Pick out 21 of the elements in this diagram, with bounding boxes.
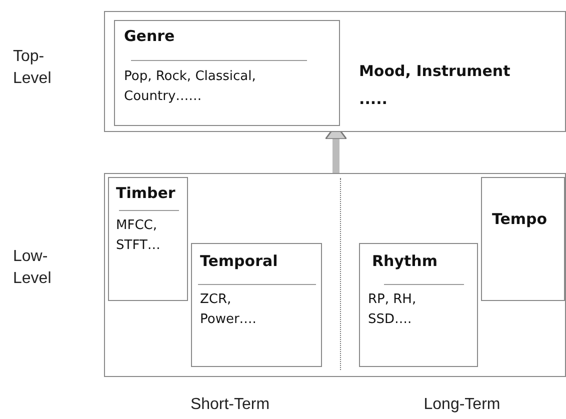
row-label: Top-Level	[13, 47, 52, 89]
feature-box	[108, 177, 188, 301]
box-heading: Timber	[116, 184, 176, 202]
feature-list: Pop, Rock, Classical, Country……	[124, 67, 334, 107]
feature-list: MFCC, STFT…	[116, 216, 186, 256]
panel-box	[104, 11, 566, 132]
feature-list: RP, RH, SSD….	[368, 290, 448, 330]
row-label: Low-Level	[13, 247, 52, 289]
feature-box	[114, 20, 340, 126]
feature-box	[191, 243, 322, 367]
feature-box	[481, 177, 565, 301]
feature-box	[359, 243, 478, 367]
column-label: Short-Term	[189, 395, 271, 415]
box-heading: Rhythm	[372, 252, 438, 270]
box-heading: Genre	[124, 27, 175, 45]
feature-list: ZCR, Power….	[200, 290, 280, 330]
category-text: Mood, Instrument .....	[359, 61, 512, 110]
column-label: Long-Term	[422, 395, 502, 415]
box-heading: Temporal	[200, 252, 278, 270]
box-heading: Tempo	[492, 210, 548, 228]
panel-box	[104, 173, 566, 377]
